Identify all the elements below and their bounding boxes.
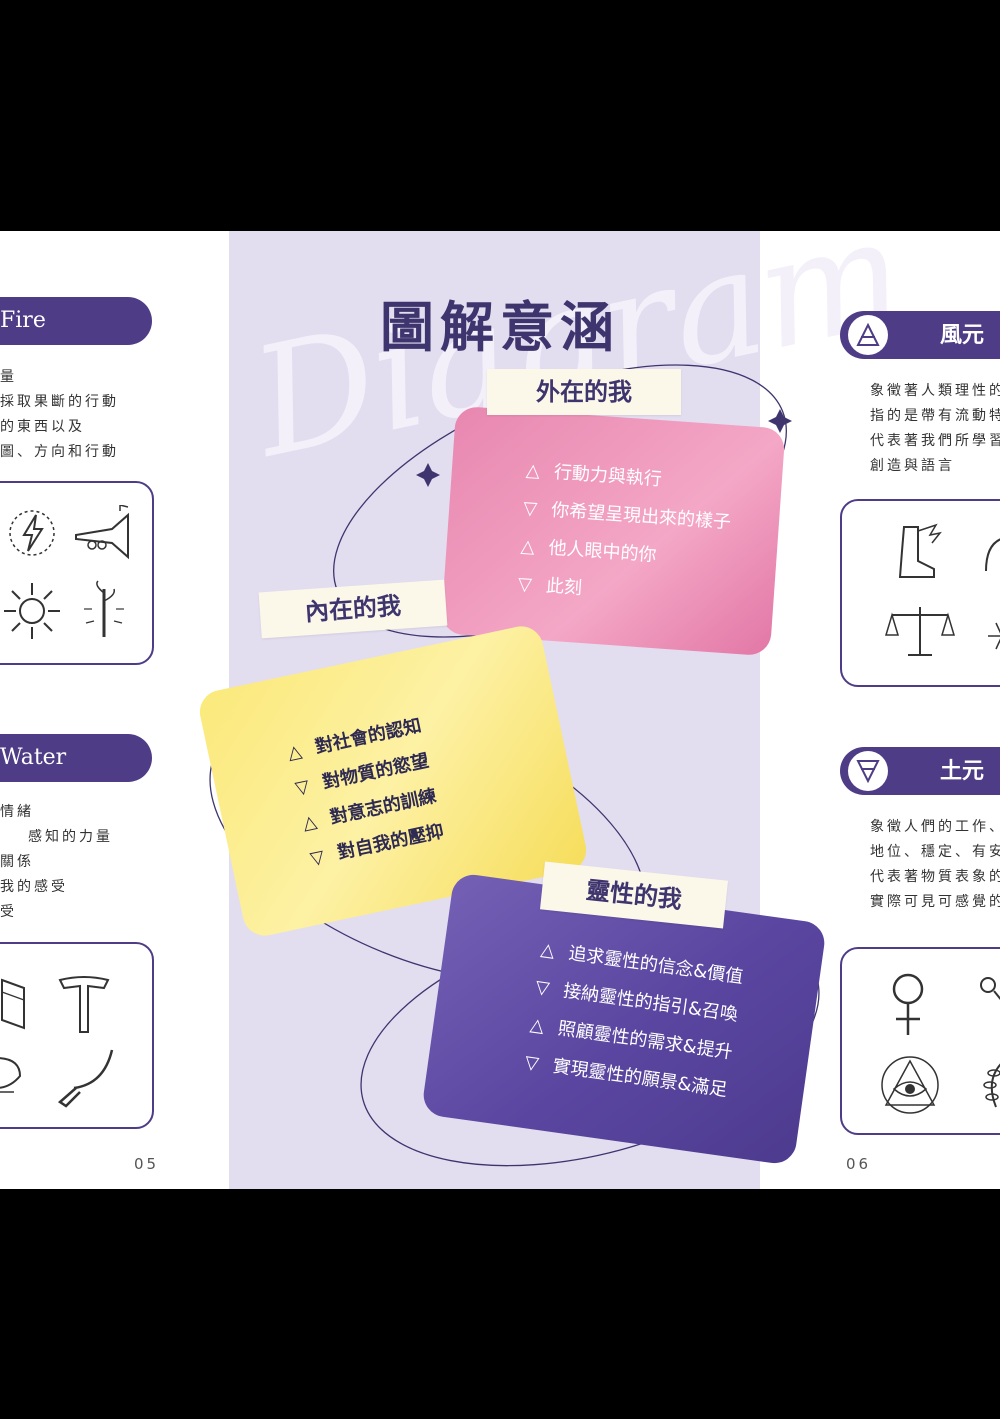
page-number-left: 05 — [134, 1155, 160, 1173]
desc-line: 感知的力量 — [28, 829, 113, 845]
desc-line: 象徵人們的工作、 — [870, 819, 1000, 835]
earth-symbol-icon — [856, 760, 880, 783]
desc-line: 指的是帶有流動特 — [870, 408, 1000, 424]
fire-triangle-icon: △ — [285, 740, 304, 764]
air-symbols-box — [840, 499, 1000, 687]
winged-boots-icon — [898, 523, 942, 578]
scroll-icon — [1, 978, 25, 1030]
cup-icon — [0, 1057, 22, 1093]
desc-line: 受 — [0, 904, 17, 920]
desc-line: 代表著物質表象的 — [870, 869, 1000, 885]
outer-self-card: △行動力與執行 ▽你希望呈現出來的樣子 △他人眼中的你 ▽此刻 — [440, 405, 786, 657]
sparkle-icon — [768, 409, 792, 433]
water-element-header: Water — [0, 734, 152, 782]
desc-line: 地位、穩定、有安全 — [870, 844, 1000, 860]
lightning-icon — [9, 510, 55, 556]
desc-line: 創造與語言 — [870, 458, 955, 474]
sickle-icon — [57, 1049, 114, 1108]
outer-self-item: ▽此刻 — [517, 573, 583, 599]
desc-line: 情緒 — [0, 804, 34, 820]
earth-element-label: 土元素 — [940, 758, 985, 832]
earth-triangle-icon: ▽ — [523, 1051, 541, 1075]
sparkle-icon — [416, 463, 440, 487]
desc-line: 象徵著人類理性的 — [870, 383, 1000, 399]
venus-symbol-icon — [892, 973, 924, 1035]
air-triangle-icon: △ — [300, 811, 319, 835]
air-element-header: 風元素 — [840, 311, 1000, 396]
earth-element-header: 土元素 — [840, 747, 1000, 832]
wand-icon — [84, 580, 124, 637]
air-element-label: 風元素 — [940, 322, 985, 396]
sun-icon — [4, 583, 60, 639]
book-spread: Fire 量 採取果斷的行動 的東西以及 圖、方向和行動 — [0, 231, 1000, 1189]
desc-line: 代表著我們所學習 — [870, 433, 1000, 449]
fire-element-header: Fire — [0, 297, 152, 345]
water-triangle-icon: ▽ — [534, 976, 551, 1000]
outer-self-item: ▽你希望呈現出來的樣子 — [522, 497, 732, 534]
air-symbol-icon — [856, 323, 880, 346]
water-triangle-icon: ▽ — [522, 497, 538, 520]
fire-element-label: Fire — [0, 308, 46, 333]
fire-triangle-icon: △ — [539, 938, 557, 962]
outer-self-item: △行動力與執行 — [525, 459, 663, 491]
scales-icon — [884, 607, 956, 656]
earth-triangle-icon: ▽ — [517, 573, 533, 596]
earth-description: 象徵人們的工作、 地位、穩定、有安全 代表著物質表象的 實際可見可感覺的 — [870, 815, 1000, 915]
all-seeing-eye-icon — [881, 1056, 939, 1114]
keys-icon — [980, 977, 1000, 1000]
water-element-label: Water — [0, 745, 67, 770]
water-symbols-box — [0, 942, 154, 1129]
earth-symbols-box — [840, 947, 1000, 1135]
laurel-icon — [983, 1063, 1000, 1108]
page-number-right: 06 — [846, 1155, 872, 1173]
air-description: 象徵著人類理性的 指的是帶有流動特 代表著我們所學習 創造與語言 — [870, 379, 1000, 479]
earth-triangle-icon: ▽ — [308, 846, 327, 870]
desc-line: 的東西以及 — [0, 419, 85, 435]
water-description: 情緒 感知的力量 關係 我的感受 受 — [0, 800, 113, 925]
fire-description: 量 採取果斷的行動 的東西以及 圖、方向和行動 — [0, 365, 119, 465]
trumpet-icon — [75, 505, 129, 560]
desc-line: 我的感受 — [0, 879, 68, 895]
fire-symbols-box — [0, 481, 154, 665]
star-burst-icon — [988, 622, 1000, 650]
page-title: 圖解意涵 — [380, 295, 620, 359]
air-triangle-icon: △ — [528, 1014, 546, 1037]
desc-line: 量 — [0, 369, 17, 385]
helmet-icon — [985, 538, 1000, 572]
air-triangle-icon: △ — [519, 535, 536, 558]
desc-line: 關係 — [0, 854, 34, 870]
desc-line: 採取果斷的行動 — [0, 394, 119, 410]
tau-cross-icon — [58, 976, 110, 1033]
water-triangle-icon: ▽ — [293, 775, 312, 800]
outer-self-item: △他人眼中的你 — [519, 535, 658, 567]
desc-line: 圖、方向和行動 — [0, 444, 119, 460]
fire-triangle-icon: △ — [525, 459, 541, 482]
outer-self-label: 外在的我 — [487, 369, 681, 415]
desc-line: 實際可見可感覺的 — [870, 894, 1000, 910]
